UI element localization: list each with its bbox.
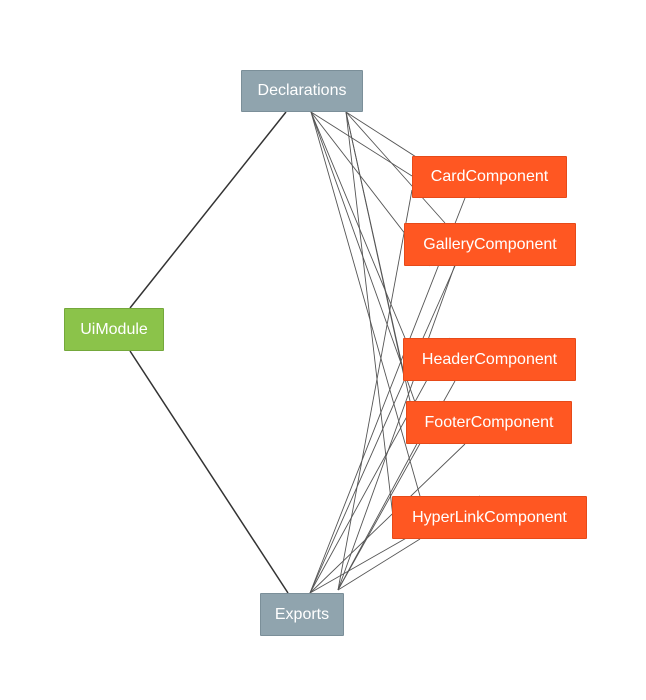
edge-declarations-to-header [310, 111, 406, 339]
edge-ui-module-to-declarations [129, 111, 287, 309]
edge-declarations-to-header-b [345, 111, 406, 382]
edge-declarations-to-hyperlink-b [345, 111, 394, 518]
gallery-component-label: GalleryComponent [423, 235, 557, 253]
edge-declarations-to-footer [345, 111, 411, 402]
card-component-label: CardComponent [430, 168, 549, 185]
footer-component-node[interactable]: FooterComponent [406, 401, 572, 444]
edge-exports-to-hyperlink [337, 538, 421, 591]
exports-node[interactable]: Exports [260, 593, 344, 636]
edge-declarations-to-hyperlink [310, 111, 421, 497]
edge-declarations-to-card [310, 111, 413, 177]
edge-ui-module-to-exports [129, 350, 289, 594]
declarations-label: Declarations [257, 82, 347, 99]
gallery-component-node[interactable]: GalleryComponent [404, 223, 576, 266]
ui-module-node[interactable]: UiModule [64, 308, 164, 351]
footer-component-label: FooterComponent [424, 413, 554, 431]
header-component-label: HeaderComponent [421, 350, 558, 368]
declarations-node[interactable]: Declarations [241, 70, 363, 112]
exports-label: Exports [274, 605, 330, 623]
header-component-node[interactable]: HeaderComponent [403, 338, 576, 381]
ui-module-label: UiModule [80, 320, 148, 338]
hyperlink-component-label: HyperLinkComponent [412, 508, 567, 526]
card-component-node[interactable]: CardComponent [412, 156, 567, 198]
hyperlink-component-node[interactable]: HyperLinkComponent [392, 496, 587, 539]
